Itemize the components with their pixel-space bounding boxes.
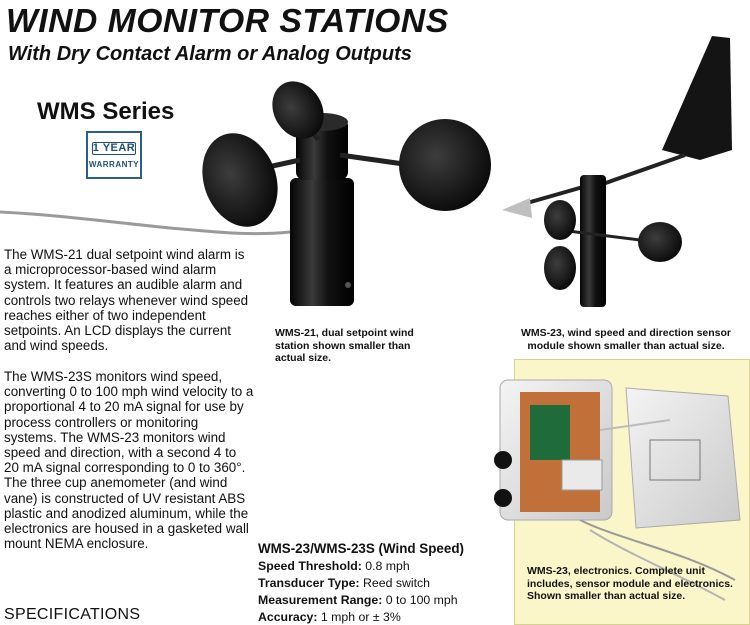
description-paragraph-2: The WMS-23S monitors wind speed, convert… xyxy=(4,369,254,552)
series-name: WMS Series xyxy=(37,98,175,125)
spec-table: WMS-23/WMS-23S (Wind Speed) Speed Thresh… xyxy=(258,540,508,625)
spec-label: Accuracy: xyxy=(258,610,318,624)
warranty-years: 1 YEAR xyxy=(92,142,136,154)
warranty-label: WARRANTY xyxy=(88,160,140,169)
spec-value: 0 to 100 mph xyxy=(385,593,458,607)
caption-wms23-electronics: WMS-23, electronics. Complete unit inclu… xyxy=(527,565,733,602)
spec-row: Transducer Type: Reed switch xyxy=(258,575,508,592)
spec-row: Measurement Range: 0 to 100 mph xyxy=(258,592,508,609)
spec-value: Reed switch xyxy=(363,576,430,590)
caption-wms21: WMS-21, dual setpoint wind station shown… xyxy=(275,327,414,364)
spec-label: Measurement Range: xyxy=(258,593,383,607)
spec-value: 0.8 mph xyxy=(365,559,410,573)
spec-label: Speed Threshold: xyxy=(258,559,362,573)
specifications-heading: SPECIFICATIONS xyxy=(4,606,141,623)
caption-wms23-sensor: WMS-23, wind speed and direction sensor … xyxy=(520,327,732,352)
page-subtitle: With Dry Contact Alarm or Analog Outputs xyxy=(8,43,412,65)
wms21-anemometer-image xyxy=(0,81,491,306)
spec-label: Transducer Type: xyxy=(258,576,360,590)
warranty-badge: 1 YEAR WARRANTY xyxy=(86,131,142,179)
page-title: WIND MONITOR STATIONS xyxy=(6,2,449,39)
spec-row: Accuracy: 1 mph or ± 3% xyxy=(258,609,508,625)
spec-row: Speed Threshold: 0.8 mph xyxy=(258,558,508,575)
description-paragraph-1: The WMS-21 dual setpoint wind alarm is a… xyxy=(4,247,249,354)
wms23-electronics-image xyxy=(494,379,741,601)
spec-value: 1 mph or ± 3% xyxy=(320,610,401,624)
spec-table-heading: WMS-23/WMS-23S (Wind Speed) xyxy=(258,541,464,556)
wms23-sensor-image xyxy=(502,36,732,307)
warranty-band xyxy=(92,142,136,155)
